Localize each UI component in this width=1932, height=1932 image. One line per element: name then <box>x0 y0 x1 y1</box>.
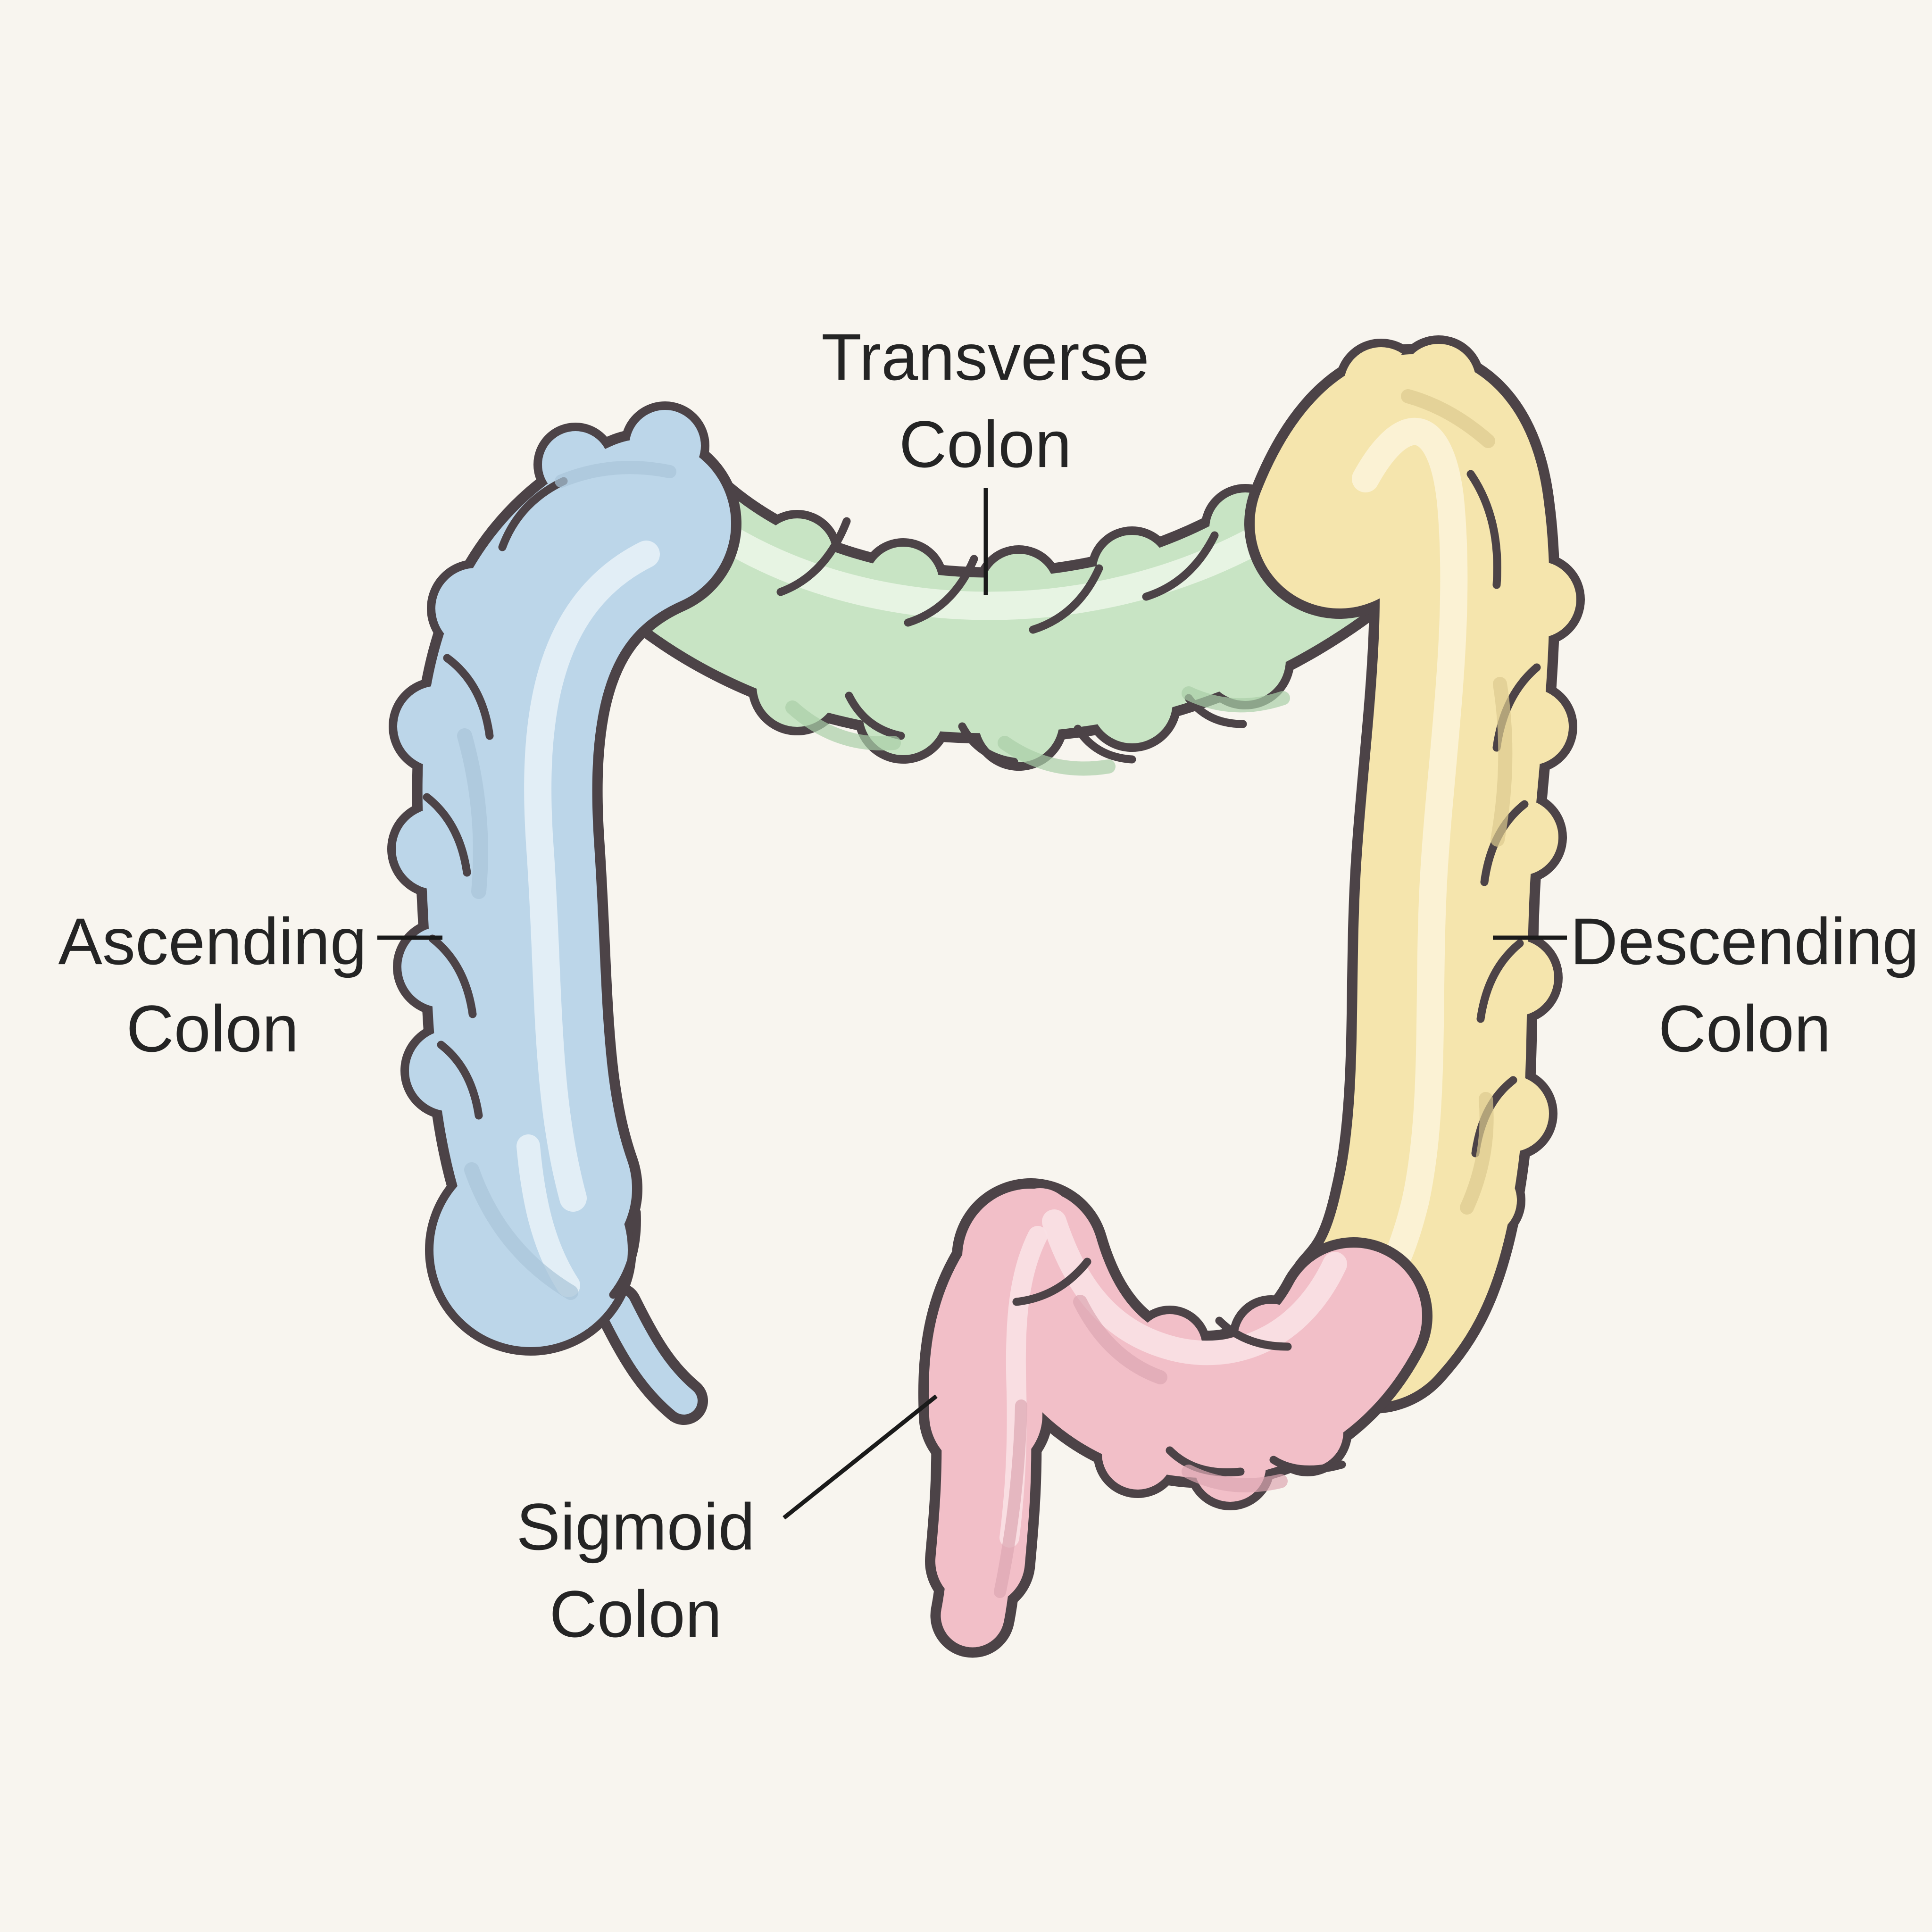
label-transverse-colon: Transverse Colon <box>821 314 1149 488</box>
label-sigmoid-line2: Colon <box>549 1577 722 1651</box>
label-transverse-line1: Transverse <box>821 320 1149 394</box>
label-descending-line2: Colon <box>1658 991 1831 1066</box>
label-descending-colon: Descending Colon <box>1570 898 1919 1073</box>
leader-line-sigmoid <box>783 1394 938 1520</box>
label-ascending-colon: Ascending Colon <box>58 898 366 1073</box>
label-transverse-line2: Colon <box>899 407 1072 481</box>
sigmoid-colon-segment <box>918 1178 1432 1658</box>
descending-colon-segment <box>1244 335 1585 1414</box>
label-sigmoid-line1: Sigmoid <box>516 1490 755 1564</box>
label-descending-line1: Descending <box>1570 904 1919 979</box>
label-ascending-line1: Ascending <box>58 904 367 979</box>
label-ascending-line2: Colon <box>126 991 299 1066</box>
label-sigmoid-colon: Sigmoid Colon <box>516 1483 755 1658</box>
ascending-colon-segment <box>387 401 741 1425</box>
